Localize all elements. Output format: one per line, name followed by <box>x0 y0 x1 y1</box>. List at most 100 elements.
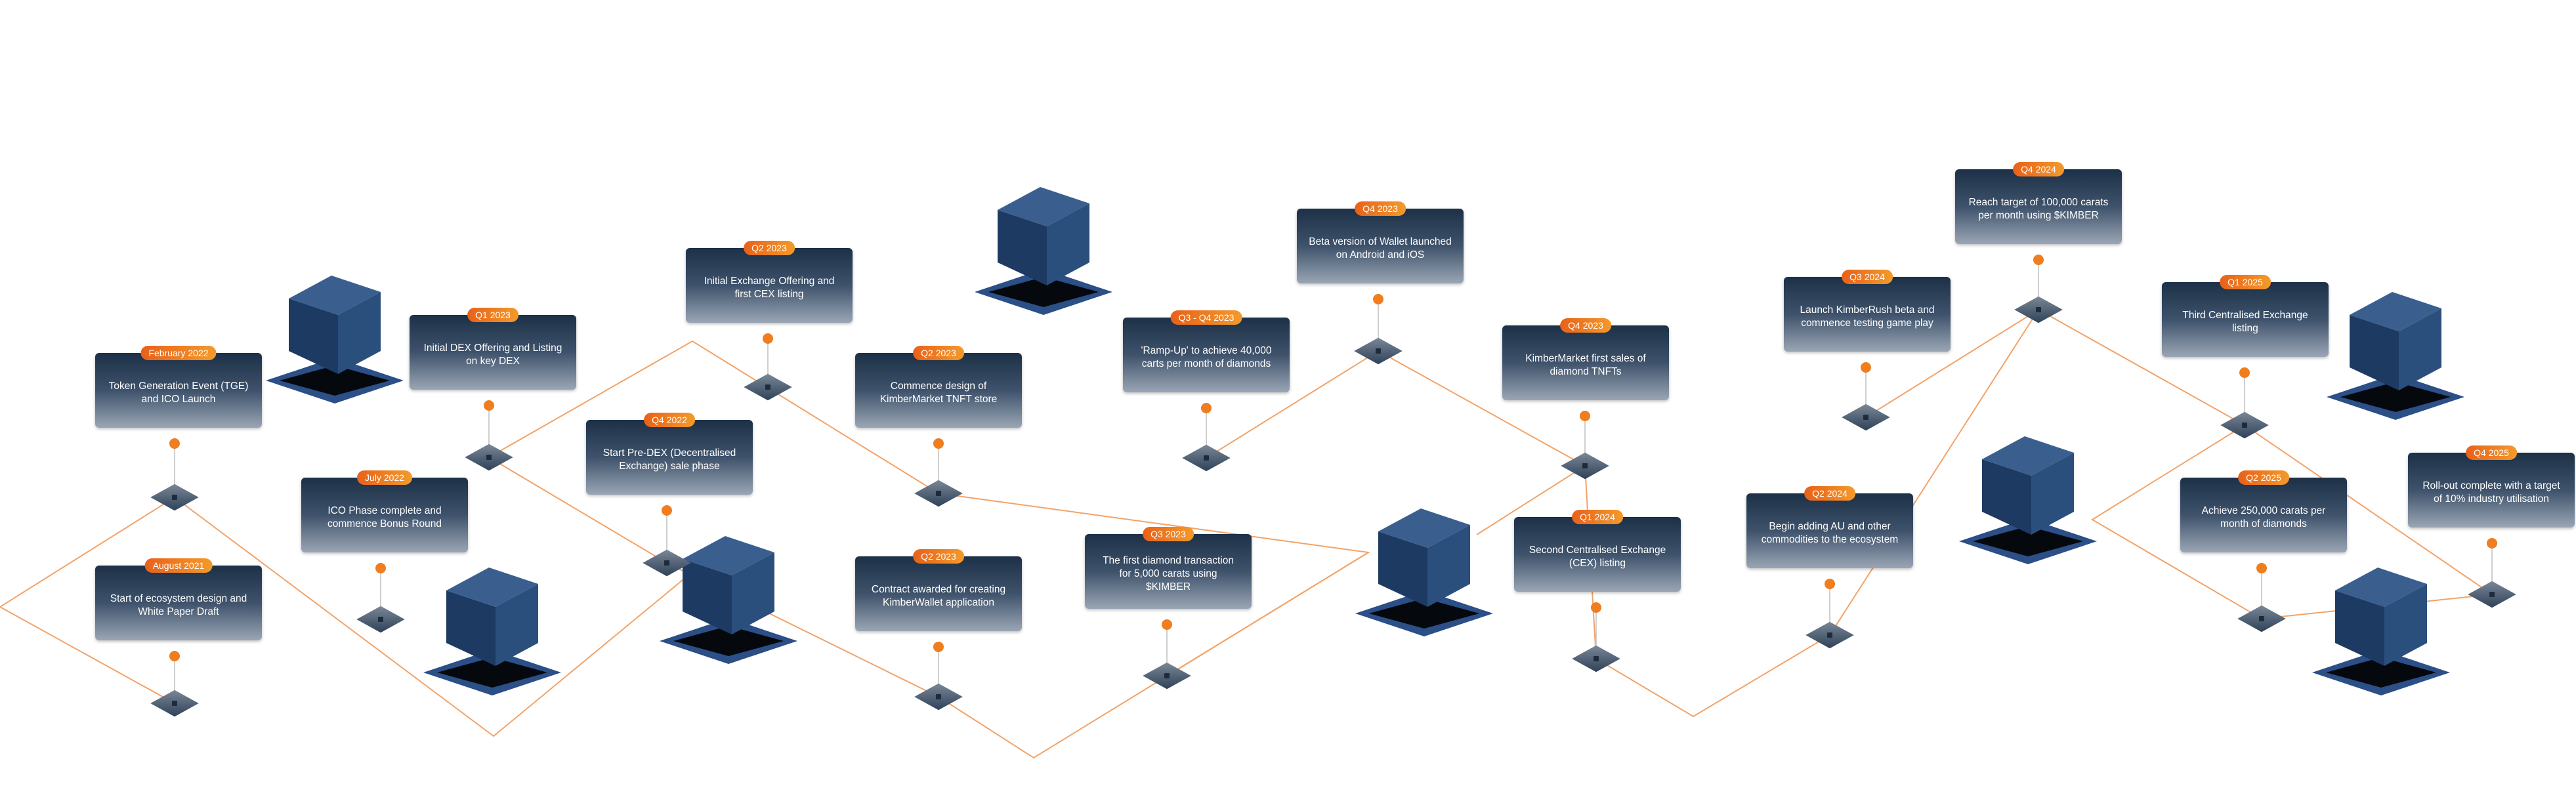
stem-line <box>2038 260 2039 303</box>
milestone-text: Second Centralised Exchange (CEX) listin… <box>1529 545 1666 569</box>
date-badge: August 2021 <box>144 558 213 573</box>
marker-dot <box>763 333 773 344</box>
connector-line <box>488 340 939 494</box>
date-badge: Q3 - Q4 2023 <box>1170 310 1242 325</box>
node-center <box>1863 415 1869 420</box>
connector-line <box>1476 465 1586 535</box>
node-center <box>936 694 941 699</box>
date-badge: Q4 2022 <box>644 413 695 427</box>
stem-line <box>2244 373 2245 419</box>
diamond-cube-icon <box>266 276 404 403</box>
node-center <box>765 384 771 390</box>
marker-dot <box>1861 362 1871 373</box>
node-center <box>664 560 669 566</box>
date-badge: July 2022 <box>357 470 412 485</box>
marker-dot <box>169 651 180 661</box>
milestone-text: KimberMarket first sales of diamond TNFT… <box>1525 353 1646 377</box>
marker-dot <box>1201 403 1212 413</box>
marker-dot <box>2487 538 2497 548</box>
connector-line <box>1166 552 1369 676</box>
stem-line <box>488 405 490 451</box>
milestone-text: Launch KimberRush beta and commence test… <box>1800 304 1935 329</box>
milestone-text: ICO Phase complete and commence Bonus Ro… <box>327 505 442 529</box>
stem-line <box>1829 584 1830 629</box>
node-center <box>2259 616 2264 621</box>
connector-line <box>488 457 1370 759</box>
milestone-text: Token Generation Event (TGE) and ICO Lau… <box>108 381 249 405</box>
diamond-cube-icon <box>975 187 1112 315</box>
marker-dot <box>933 642 944 652</box>
connector-line <box>1865 308 2493 620</box>
marker-dot <box>1373 294 1383 304</box>
node-center <box>1164 673 1170 678</box>
milestone-text: Commence design of KimberMarket TNFT sto… <box>879 381 998 405</box>
stem-line <box>1865 367 1867 411</box>
connector-line <box>0 606 175 704</box>
marker-dot <box>2256 563 2267 573</box>
date-badge: Q4 2024 <box>2013 162 2064 176</box>
milestone-text: Begin adding AU and other commodities to… <box>1761 521 1899 545</box>
stem-line <box>380 568 381 613</box>
date-badge: Q2 2023 <box>913 549 964 564</box>
node-center <box>172 701 177 706</box>
milestone-text: Third Centralised Exchange listing <box>2182 310 2308 334</box>
diamond-cube-icon <box>2312 568 2450 695</box>
stem-line <box>1595 608 1597 652</box>
diamond-cube-icon <box>2327 292 2464 420</box>
stem-line <box>174 656 175 697</box>
date-badge: Q1 2024 <box>1572 510 1623 524</box>
milestone-text: Achieve 250,000 carats per month of diam… <box>2201 505 2326 529</box>
date-badge: Q3 2024 <box>1842 270 1893 284</box>
marker-dot <box>662 505 672 516</box>
date-badge: Q1 2025 <box>2220 275 2271 289</box>
date-badge: Q4 2023 <box>1355 201 1406 216</box>
marker-dot <box>484 400 494 411</box>
node-center <box>378 617 383 622</box>
node-center <box>172 495 177 500</box>
date-badge: Q2 2025 <box>2238 470 2289 485</box>
milestone-text: Reach target of 100,000 carats per month… <box>1968 197 2109 221</box>
stem-line <box>938 647 939 690</box>
node-center <box>1594 656 1599 661</box>
node-center <box>1376 348 1381 354</box>
milestone-text: Contract awarded for creating KimberWall… <box>871 584 1006 608</box>
marker-dot <box>2033 255 2044 265</box>
stem-line <box>666 510 667 556</box>
stem-line <box>1378 299 1379 344</box>
milestone-text: Initial Exchange Offering and first CEX … <box>704 276 835 300</box>
node-center <box>936 491 941 496</box>
stem-line <box>2491 543 2493 588</box>
marker-dot <box>1580 411 1590 421</box>
milestone-text: Roll-out complete with a target of 10% i… <box>2422 480 2560 505</box>
date-badge: Q1 2023 <box>467 308 518 322</box>
milestone-text: Start of ecosystem design and White Pape… <box>110 593 247 617</box>
stem-line <box>2261 568 2262 612</box>
date-badge: Q4 2025 <box>2466 445 2517 460</box>
milestone-text: 'Ramp-Up' to achieve 40,000 carts per mo… <box>1141 345 1272 369</box>
diamond-cube-icon <box>660 536 797 664</box>
stem-line <box>1166 625 1168 669</box>
date-badge: Q2 2024 <box>1804 486 1855 501</box>
milestone-text: Initial DEX Offering and Listing on key … <box>423 342 562 367</box>
node-center <box>1204 455 1209 461</box>
node-center <box>486 455 492 460</box>
marker-dot <box>1162 619 1172 630</box>
diamond-cube-icon <box>1959 436 2097 564</box>
node-center <box>2036 307 2041 312</box>
